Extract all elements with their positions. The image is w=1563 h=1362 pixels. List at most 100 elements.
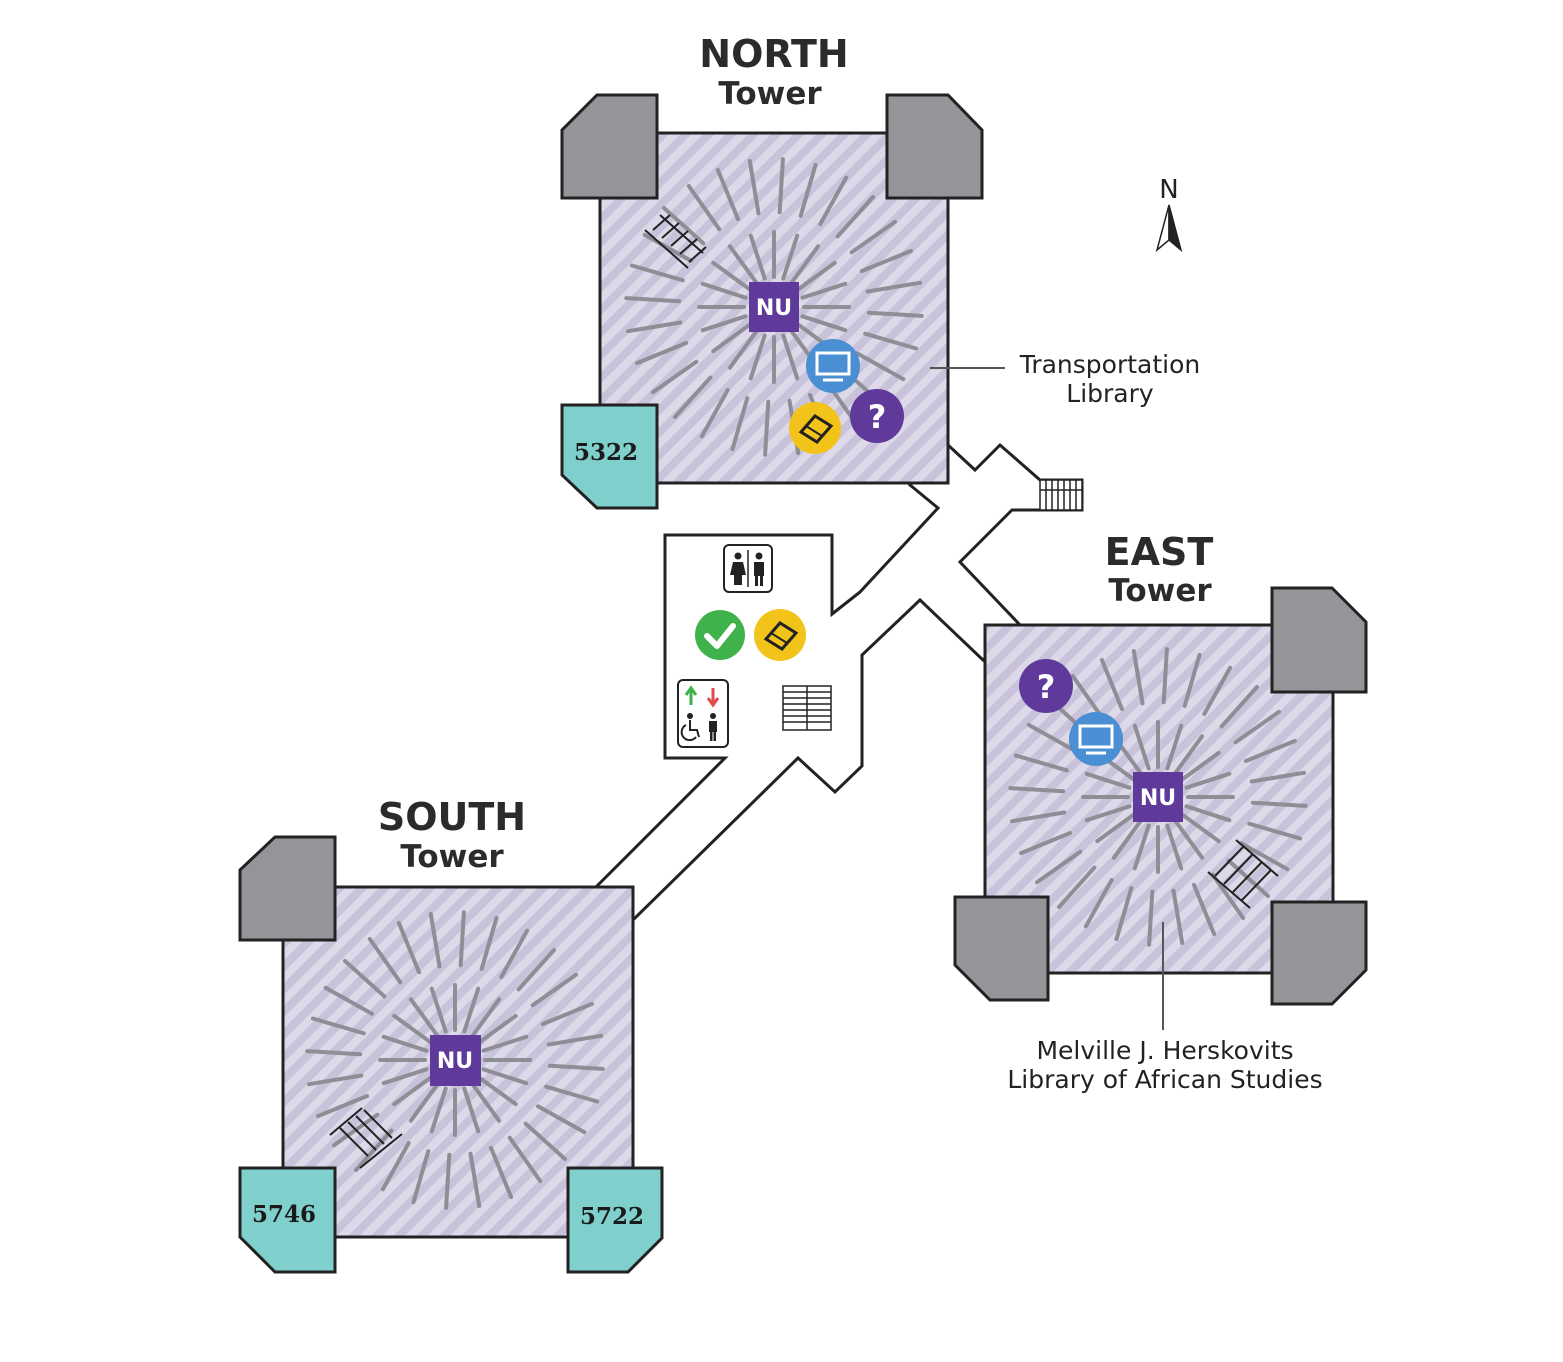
east-tower: NU ? xyxy=(953,586,1368,1006)
south-tower-title: SOUTH Tower xyxy=(378,795,526,875)
shelf-row xyxy=(1131,649,1145,706)
shelf-row xyxy=(1233,709,1281,745)
shelf-row xyxy=(1084,771,1132,790)
shelf-row xyxy=(1219,685,1259,729)
shelf-row xyxy=(1184,771,1232,790)
east-corner-sw xyxy=(953,895,1050,1002)
shelf-row xyxy=(536,1104,587,1135)
shelf-row xyxy=(1026,722,1077,753)
shelf-row xyxy=(699,388,730,439)
north-corner-nw xyxy=(560,93,659,200)
east-tower-sub: Tower xyxy=(1108,573,1212,609)
shelf-row xyxy=(408,997,440,1038)
shelf-row xyxy=(651,359,699,395)
shelf-row xyxy=(540,1001,594,1026)
help-icon[interactable]: ? xyxy=(1019,659,1073,713)
shelf-row xyxy=(626,320,683,334)
shelf-row xyxy=(855,351,906,382)
shelf-row xyxy=(462,1086,481,1134)
shelf-row xyxy=(629,263,685,283)
computer-icon[interactable] xyxy=(806,339,860,393)
computer-icon[interactable] xyxy=(1069,712,1123,766)
shelf-row xyxy=(1182,652,1202,708)
nu-logo xyxy=(430,1035,481,1086)
room-5746[interactable] xyxy=(238,1166,337,1274)
shelf-row xyxy=(1173,819,1205,860)
room-5722[interactable] xyxy=(566,1166,664,1274)
shelf-row xyxy=(367,937,403,985)
shelf-row xyxy=(700,314,748,333)
shelf-row xyxy=(763,399,771,457)
shelf-row xyxy=(477,1013,518,1045)
shelf-row xyxy=(1114,886,1134,942)
shelf-row xyxy=(700,281,748,300)
scanner-icon[interactable] xyxy=(754,609,806,661)
shelf-row xyxy=(1010,810,1067,824)
shelf-row xyxy=(1084,804,1132,823)
shelf-row xyxy=(1247,821,1303,841)
shelf-row xyxy=(544,1084,600,1104)
north-radial-shelves xyxy=(624,157,924,457)
room-5746-label: 5746 xyxy=(252,1201,316,1228)
stairs-icon xyxy=(782,685,832,731)
shelf-row xyxy=(1070,674,1106,722)
shelf-row xyxy=(381,1067,429,1086)
checkout-icon[interactable] xyxy=(695,610,745,660)
shelf-row xyxy=(1147,889,1155,947)
restroom-icon[interactable] xyxy=(723,544,773,593)
shelf-row xyxy=(686,184,722,232)
east-tower-name: EAST xyxy=(1105,530,1214,574)
shelf-row xyxy=(343,959,387,999)
shelf-row xyxy=(727,244,759,285)
nu-logo-text: NU xyxy=(756,296,792,321)
shelf-row xyxy=(730,396,750,452)
shelf-row xyxy=(818,175,849,226)
shelf-row xyxy=(516,948,556,992)
elevator-icon[interactable] xyxy=(677,679,729,748)
shelf-row xyxy=(458,910,466,968)
shelf-row xyxy=(1035,849,1083,885)
shelf-row xyxy=(429,1086,448,1134)
shelf-row xyxy=(1095,812,1136,844)
herskovits-label-line1: Melville J. Herskovits xyxy=(1036,1036,1293,1065)
shelf-row xyxy=(479,915,499,971)
shelf-row xyxy=(1180,750,1221,782)
shelf-row xyxy=(411,1149,431,1205)
transportation-label-line1: Transportation xyxy=(1019,350,1201,379)
scanner-icon[interactable] xyxy=(789,402,841,454)
shelf-row xyxy=(310,1016,366,1036)
shelf-row xyxy=(673,375,713,419)
shelf-row xyxy=(863,331,919,351)
shelf-row xyxy=(1192,882,1217,936)
shelf-row xyxy=(481,1067,529,1086)
shelf-row xyxy=(800,281,848,300)
north-arrow-icon: N xyxy=(1155,175,1183,253)
south-radial-shelves xyxy=(305,910,605,1210)
room-5322[interactable] xyxy=(560,403,659,510)
herskovits-library-callout: Melville J. Herskovits Library of Africa… xyxy=(1007,922,1323,1094)
shelf-row xyxy=(1184,804,1232,823)
shelf-row xyxy=(798,162,818,218)
shelf-row xyxy=(354,1128,394,1172)
shelf-row xyxy=(546,1033,603,1047)
shelf-row xyxy=(1173,734,1205,775)
shelf-row xyxy=(1226,858,1270,898)
shelf-row xyxy=(396,921,421,975)
shelf-row xyxy=(1132,823,1151,871)
shelf-row xyxy=(835,195,875,239)
help-icon[interactable]: ? xyxy=(850,389,904,443)
shelf-row xyxy=(507,1135,543,1183)
east-corner-ne xyxy=(1270,586,1368,694)
shelf-row xyxy=(462,986,481,1034)
shelf-row xyxy=(624,296,682,304)
shelf-row xyxy=(1210,872,1246,920)
stairs-icon xyxy=(1039,479,1083,511)
shelf-row xyxy=(1013,753,1069,773)
shelf-row xyxy=(711,260,752,292)
shelf-row xyxy=(715,168,740,222)
south-tower-name: SOUTH xyxy=(378,795,526,839)
shelf-row xyxy=(323,985,374,1016)
shelf-row xyxy=(477,1075,518,1107)
shelf-row xyxy=(489,1145,514,1199)
